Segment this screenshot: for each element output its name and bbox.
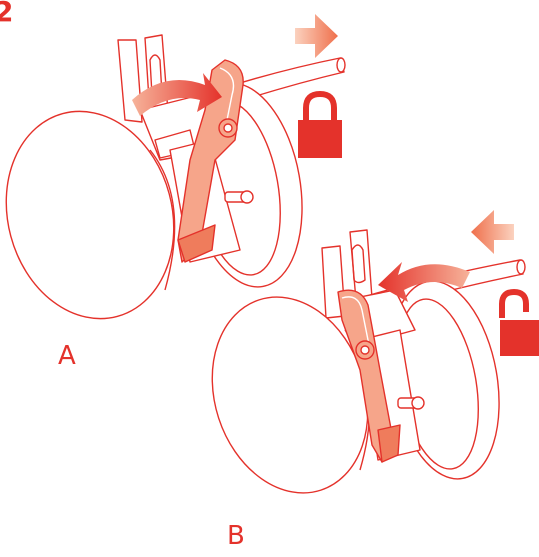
lock-open-icon xyxy=(500,292,539,356)
panel-a-axle-pin xyxy=(225,191,253,203)
lock-closed-icon xyxy=(298,94,342,158)
panel-b-axle-pin xyxy=(398,397,424,409)
arrow-right-icon xyxy=(295,14,338,58)
panel-b-label: B xyxy=(227,523,245,549)
arrow-left-icon xyxy=(471,210,514,254)
panel-a-label: A xyxy=(58,343,76,369)
step-number: 2 xyxy=(0,0,13,26)
